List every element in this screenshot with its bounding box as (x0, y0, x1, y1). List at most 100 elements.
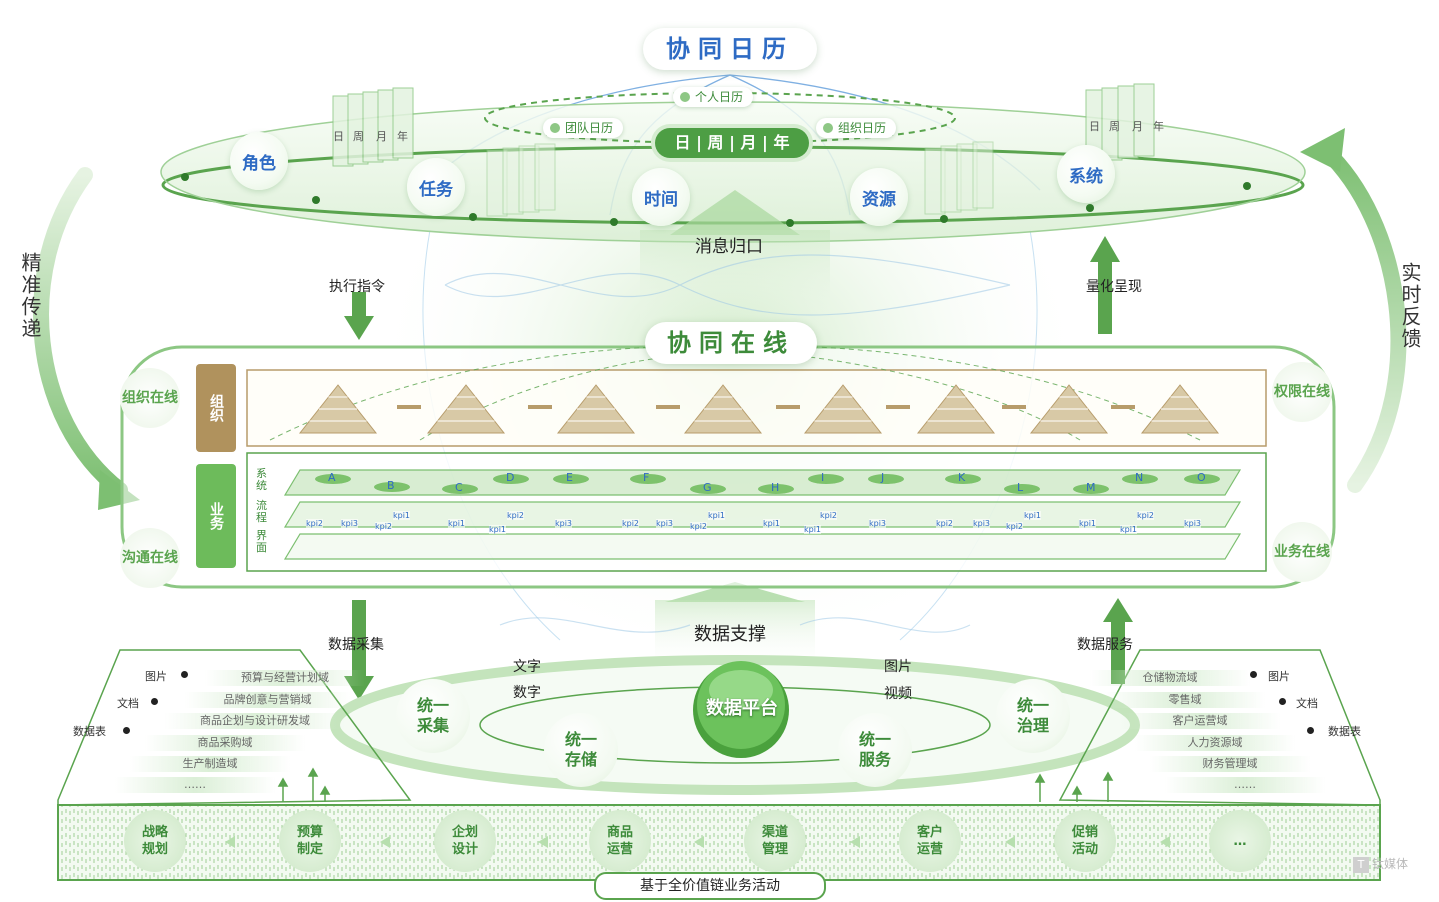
chip-personal-calendar: 个人日历 (673, 87, 754, 107)
process-node-label: J (881, 471, 885, 484)
layer-process: 流程 (256, 499, 267, 524)
label-org-online: 组织在线 (120, 368, 180, 428)
process-node-label: F (643, 471, 650, 484)
process-node-label: E (566, 471, 573, 484)
process-node-label: D (506, 471, 515, 484)
left-source-dot (123, 727, 130, 734)
circle-unified-store-label: 统一存储 (564, 730, 597, 769)
right-domain-item: 仓储物流域 (1090, 670, 1250, 686)
kpi-tag: kpi2 (507, 511, 525, 520)
cal-label-year: 年 (397, 130, 408, 143)
left-source-doc: 文档 (117, 697, 139, 710)
tab-biz: 业务 (196, 464, 236, 568)
left-domain-item: 商品企划与设计研发域 (165, 713, 345, 729)
right-vertical-label: 实时反馈 (1398, 262, 1422, 350)
type-image: 图片 (884, 659, 912, 675)
cal-label-month: 月 (376, 130, 387, 143)
type-text: 文字 (513, 659, 541, 675)
kpi-tag: kpi3 (869, 519, 887, 528)
step-customer-ops: 客户运营 (899, 810, 961, 872)
tab-biz-label: 业务 (208, 502, 224, 530)
bubble-system: 系统 (1057, 145, 1115, 203)
chip-team-calendar: 团队日历 (543, 118, 624, 138)
process-node (1073, 484, 1109, 494)
right-source-table: 数据表 (1328, 725, 1361, 738)
step-planning: 企划设计 (434, 810, 496, 872)
process-node (1184, 474, 1220, 484)
kpi-tag: kpi2 (622, 519, 640, 528)
step-budget-label: 预算制定 (296, 825, 323, 857)
process-node-label: A (328, 471, 336, 484)
kpi-tag: kpi3 (973, 519, 991, 528)
right-domain-item: 客户运营域 (1120, 713, 1280, 729)
process-node-label: O (1197, 471, 1206, 484)
process-node (315, 474, 351, 484)
process-node-label: G (703, 481, 712, 494)
process-node (690, 484, 726, 494)
kpi-tag: kpi3 (656, 519, 674, 528)
step-product-ops: 商品运营 (589, 810, 651, 872)
process-node (808, 474, 844, 484)
process-node (630, 474, 666, 484)
cal-label-week: 周 (353, 130, 364, 143)
right-source-image: 图片 (1268, 670, 1290, 683)
process-node (374, 482, 410, 492)
layer-system: 系统 (256, 467, 267, 492)
label-biz-online: 业务在线 (1272, 522, 1332, 582)
circle-unified-store: 统一存储 (544, 713, 618, 787)
right-domain-item: …… (1165, 777, 1325, 793)
watermark-text: 钛媒体 (1372, 857, 1409, 871)
step-customer-ops-label: 客户运营 (916, 825, 943, 857)
process-node (758, 484, 794, 494)
left-domain-item: …… (115, 777, 275, 793)
step-channel-label: 渠道管理 (761, 825, 788, 857)
kpi-tag: kpi1 (1024, 511, 1042, 520)
process-node (493, 474, 529, 484)
data-platform-label: 数据平台 (706, 698, 778, 719)
kpi-tag: kpi1 (708, 511, 726, 520)
kpi-tag: kpi3 (1184, 519, 1202, 528)
tab-org-label: 组织 (208, 394, 224, 422)
exec-label: 执行指令 (329, 279, 385, 295)
process-node-label: L (1017, 481, 1024, 494)
calendar-title: 协同日历 (643, 28, 817, 70)
service-label: 数据服务 (1077, 637, 1133, 653)
right-source-dot (1307, 727, 1314, 734)
kpi-tag: kpi1 (763, 519, 781, 528)
kpi-tag: kpi2 (1137, 511, 1155, 520)
right-domain-item: 人力资源域 (1135, 735, 1295, 751)
process-node-label: H (771, 481, 780, 494)
process-node-label: K (958, 471, 966, 484)
process-node-label: M (1086, 481, 1096, 494)
process-node (868, 474, 904, 484)
right-domain-item: 财务管理域 (1150, 756, 1310, 772)
circle-unified-govern: 统一治理 (996, 679, 1070, 753)
cal-label-year-right: 年 (1153, 120, 1164, 133)
collect-label: 数据采集 (328, 637, 384, 653)
kpi-tag: kpi1 (1079, 519, 1097, 528)
process-node-label: C (455, 481, 463, 494)
kpi-tag: kpi1 (393, 511, 411, 520)
right-source-dot (1279, 698, 1286, 705)
process-node (553, 474, 589, 484)
step-strategy-label: 战略规划 (141, 825, 168, 857)
step-promotion-label: 促销活动 (1071, 825, 1098, 857)
left-domain-item: 品牌创意与营销域 (185, 692, 350, 708)
circle-unified-collect-label: 统一采集 (416, 696, 449, 735)
circle-unified-service-label: 统一服务 (858, 730, 891, 769)
left-source-table: 数据表 (73, 725, 106, 738)
process-node (442, 484, 478, 494)
cal-label-day: 日 (333, 130, 344, 143)
data-support-label: 数据支撑 (694, 624, 766, 645)
left-domain-item: 生产制造域 (130, 756, 290, 772)
tab-org: 组织 (196, 364, 236, 452)
message-label: 消息归口 (695, 237, 763, 257)
type-number: 数字 (513, 685, 541, 701)
left-domain-item: 预算与经营计划域 (205, 670, 365, 686)
kpi-tag: kpi2 (690, 522, 708, 531)
process-node-label: N (1135, 471, 1144, 484)
kpi-tag: kpi1 (448, 519, 466, 528)
